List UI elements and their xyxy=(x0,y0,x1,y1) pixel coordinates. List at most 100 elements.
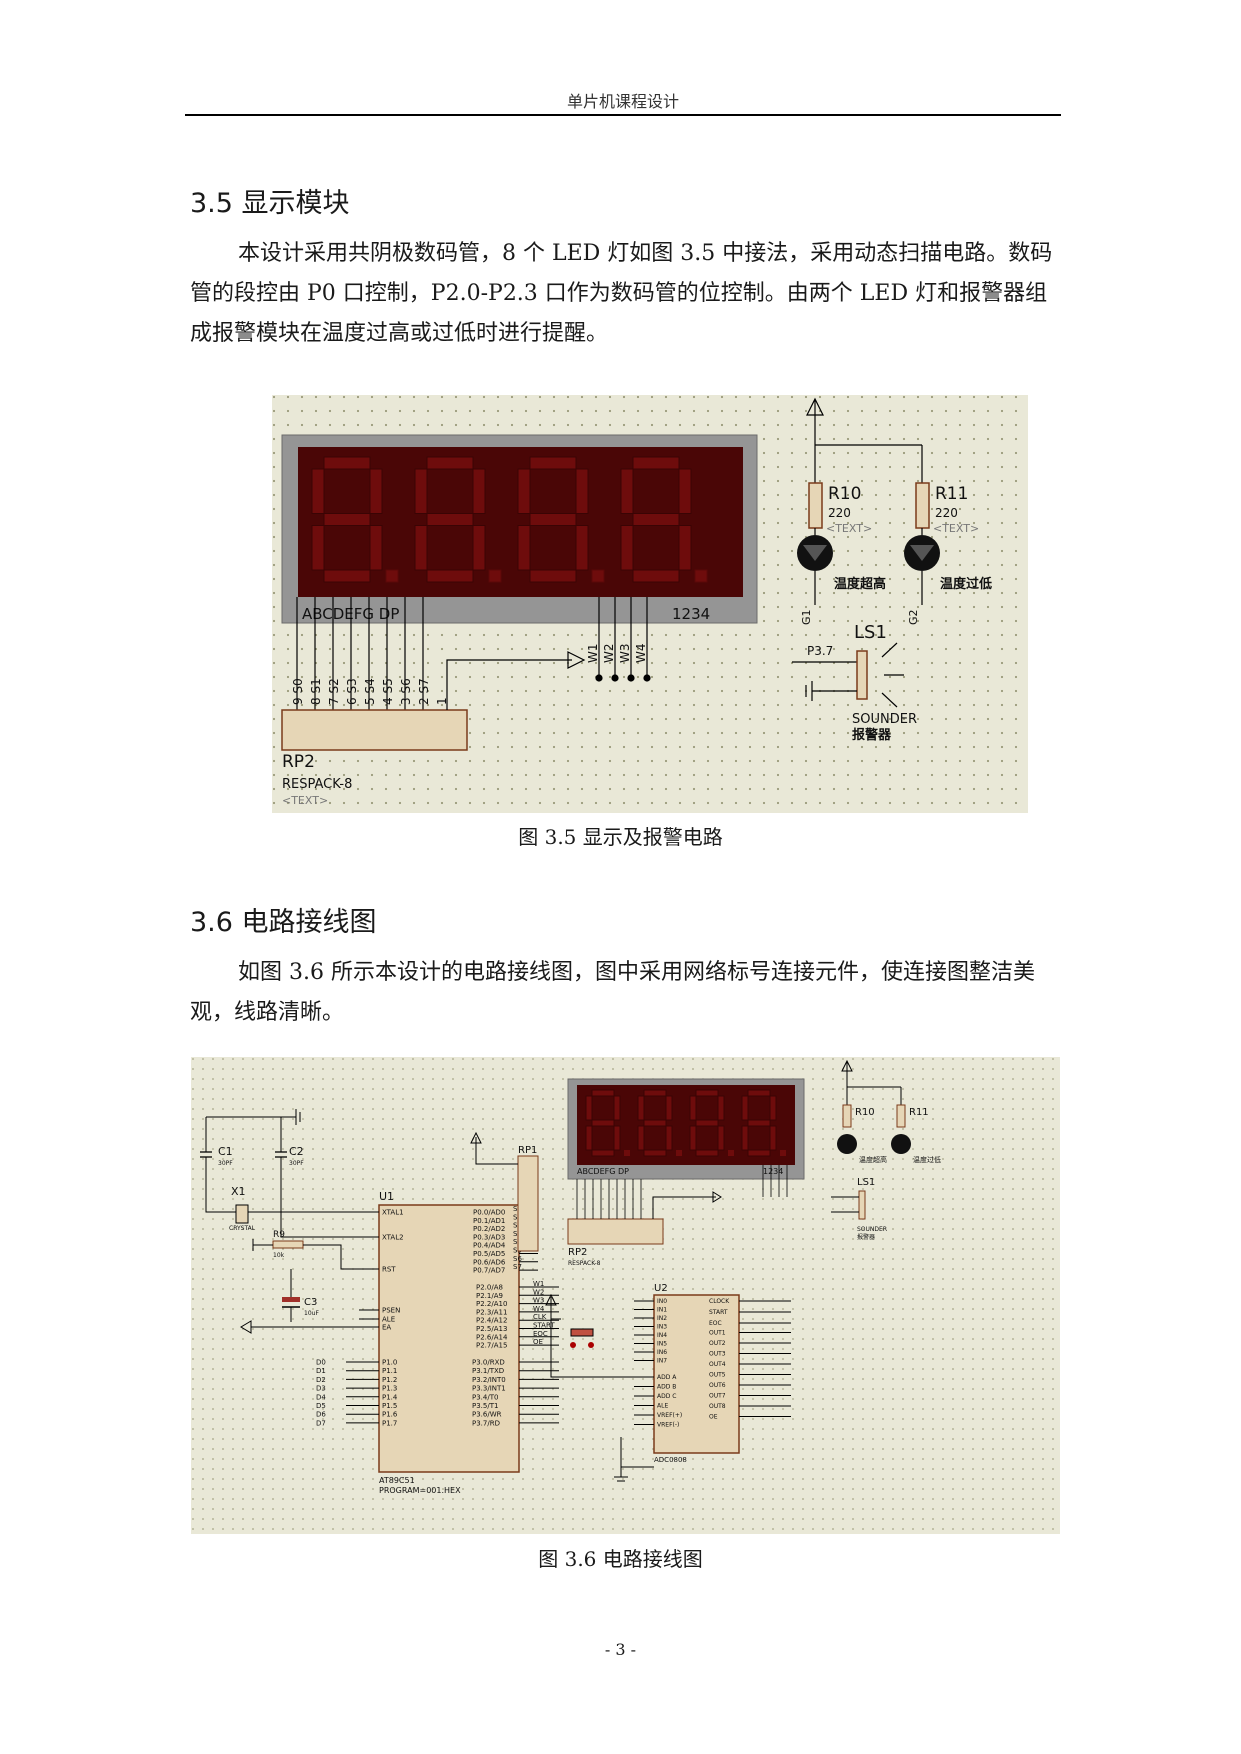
svg-text:R10: R10 xyxy=(855,1107,875,1118)
u1-pin-name: P0.4/AD4 xyxy=(473,1242,506,1250)
net-label: S2 xyxy=(513,1222,522,1230)
header-rule xyxy=(185,114,1061,116)
svg-text:报警器: 报警器 xyxy=(857,1233,875,1241)
svg-text:P3.7: P3.7 xyxy=(807,644,833,658)
digit-dp xyxy=(385,569,399,583)
rp2-pin-label: 1 xyxy=(435,697,449,705)
u2-pin-name: OUT8 xyxy=(709,1403,726,1410)
net-label: S3 xyxy=(513,1230,522,1238)
digit-segment xyxy=(529,569,577,583)
svg-text:U1: U1 xyxy=(379,1190,394,1203)
digit-dp xyxy=(780,1150,786,1156)
u2-pin-name: OUT2 xyxy=(709,1340,726,1347)
digit-segment xyxy=(591,1089,615,1097)
digit-segment xyxy=(414,468,428,514)
svg-text:C3: C3 xyxy=(304,1297,317,1308)
svg-text:PROGRAM=001.HEX: PROGRAM=001.HEX xyxy=(379,1486,461,1495)
net-label: S0 xyxy=(513,1205,522,1213)
digit-segment xyxy=(717,1125,725,1151)
u1-pin-name: P2.5/A13 xyxy=(476,1325,507,1333)
digit-net-label: W2 xyxy=(602,644,616,664)
rp2-body xyxy=(281,709,468,751)
digit-net-label: W1 xyxy=(586,644,600,664)
u2-pin-name: CLOCK xyxy=(709,1298,730,1305)
digit-segment xyxy=(689,1095,697,1121)
net-label: OE xyxy=(533,1338,543,1346)
u1-pin-name: PSEN xyxy=(382,1307,400,1315)
u2-pin-name: ADD A xyxy=(657,1374,677,1381)
svg-text:C2: C2 xyxy=(289,1145,304,1158)
digit-segment xyxy=(665,1125,673,1151)
digit-segment xyxy=(591,1119,615,1127)
svg-text:G2: G2 xyxy=(907,609,920,625)
digit-segment xyxy=(769,1095,777,1121)
net-label: W1 xyxy=(533,1280,544,1288)
figure-3-6-caption: 图 3.6 电路接线图 xyxy=(538,1547,703,1571)
svg-text:R9: R9 xyxy=(273,1230,285,1240)
rp2-pin-label: 6 S3 xyxy=(345,678,359,705)
u2-pin-name: IN6 xyxy=(657,1349,667,1356)
digit-segment xyxy=(695,1119,719,1127)
digit-segment xyxy=(747,1119,771,1127)
digit-segment xyxy=(643,1089,667,1097)
svg-text:AT89C51: AT89C51 xyxy=(379,1476,415,1485)
rp2-pin-label: 5 S4 xyxy=(363,678,377,705)
svg-text:<TEXT>: <TEXT> xyxy=(933,522,979,535)
net-label: W3 xyxy=(533,1297,544,1305)
rp2-pin-label: 8 S1 xyxy=(309,678,323,705)
rp2-pin-label: 3 S6 xyxy=(399,678,413,705)
u1-pin-name: EA xyxy=(382,1324,391,1332)
u1-pin-name: P1.6 xyxy=(382,1411,398,1419)
rp2-text: <TEXT> xyxy=(282,794,328,807)
u2-pin-name: OUT6 xyxy=(709,1382,726,1389)
junction-dot xyxy=(627,674,635,682)
figure-3-5-caption: 图 3.5 显示及报警电路 xyxy=(518,825,723,849)
u1-pin-name: P2.0/A8 xyxy=(476,1284,503,1292)
svg-text:R11: R11 xyxy=(935,484,968,504)
digit-segment xyxy=(585,1095,593,1121)
section-3-5-heading: 3.5 显示模块 xyxy=(190,188,350,219)
junction-dot xyxy=(643,674,651,682)
net-label: D2 xyxy=(316,1376,326,1384)
r11-resistor xyxy=(915,482,930,529)
svg-text:LS1: LS1 xyxy=(854,622,887,643)
u1-pin-name: P1.0 xyxy=(382,1359,397,1367)
u1-pin-name: P3.1/TXD xyxy=(472,1367,504,1375)
u1-pin-name: P0.5/AD5 xyxy=(473,1250,505,1258)
digit-net-label: W4 xyxy=(634,644,648,664)
digit-segment xyxy=(591,1149,615,1157)
u1-pin-name: XTAL1 xyxy=(382,1209,404,1217)
rp2-pin-label: 2 S7 xyxy=(417,678,431,705)
svg-text:RP2: RP2 xyxy=(568,1247,587,1258)
svg-text:温度过低: 温度过低 xyxy=(913,1155,941,1164)
u1-pin-name: P1.5 xyxy=(382,1402,397,1410)
digit-segment xyxy=(585,1125,593,1151)
svg-text:ADC0808: ADC0808 xyxy=(654,1456,687,1464)
junction-dot xyxy=(595,674,603,682)
u1-pin-name: ALE xyxy=(382,1316,395,1324)
digit-dp xyxy=(694,569,708,583)
digit-segment xyxy=(311,525,325,571)
digit-segment xyxy=(369,468,383,514)
digit-segment xyxy=(678,468,692,514)
svg-text:<TEXT>: <TEXT> xyxy=(826,522,872,535)
digit-segment xyxy=(323,456,371,470)
digit-dp xyxy=(676,1150,682,1156)
u1-pin-name: P3.3/INT1 xyxy=(472,1385,506,1393)
digit-dp xyxy=(624,1150,630,1156)
u1-pin-name: P2.7/A15 xyxy=(476,1342,507,1350)
figure-3-6-schematic: U1 AT89C51 PROGRAM=001.HEX XTAL1XTAL2RST… xyxy=(191,1057,1060,1534)
u1-pin-name: P0.3/AD3 xyxy=(473,1233,505,1241)
u2-pin-name: OUT5 xyxy=(709,1372,726,1379)
digit-segment xyxy=(665,1095,673,1121)
svg-text:220: 220 xyxy=(828,506,851,520)
digit-segment xyxy=(747,1149,771,1157)
digit-net-label: W3 xyxy=(618,644,632,664)
digit-segment xyxy=(613,1095,621,1121)
svg-text:30PF: 30PF xyxy=(218,1160,233,1167)
net-label: D1 xyxy=(316,1367,326,1375)
u1-pin-name: P0.2/AD2 xyxy=(473,1225,505,1233)
u2-chip xyxy=(653,1294,740,1454)
u1-pin-name: RST xyxy=(382,1266,396,1274)
u2-pin-name: VREF(-) xyxy=(657,1422,679,1429)
